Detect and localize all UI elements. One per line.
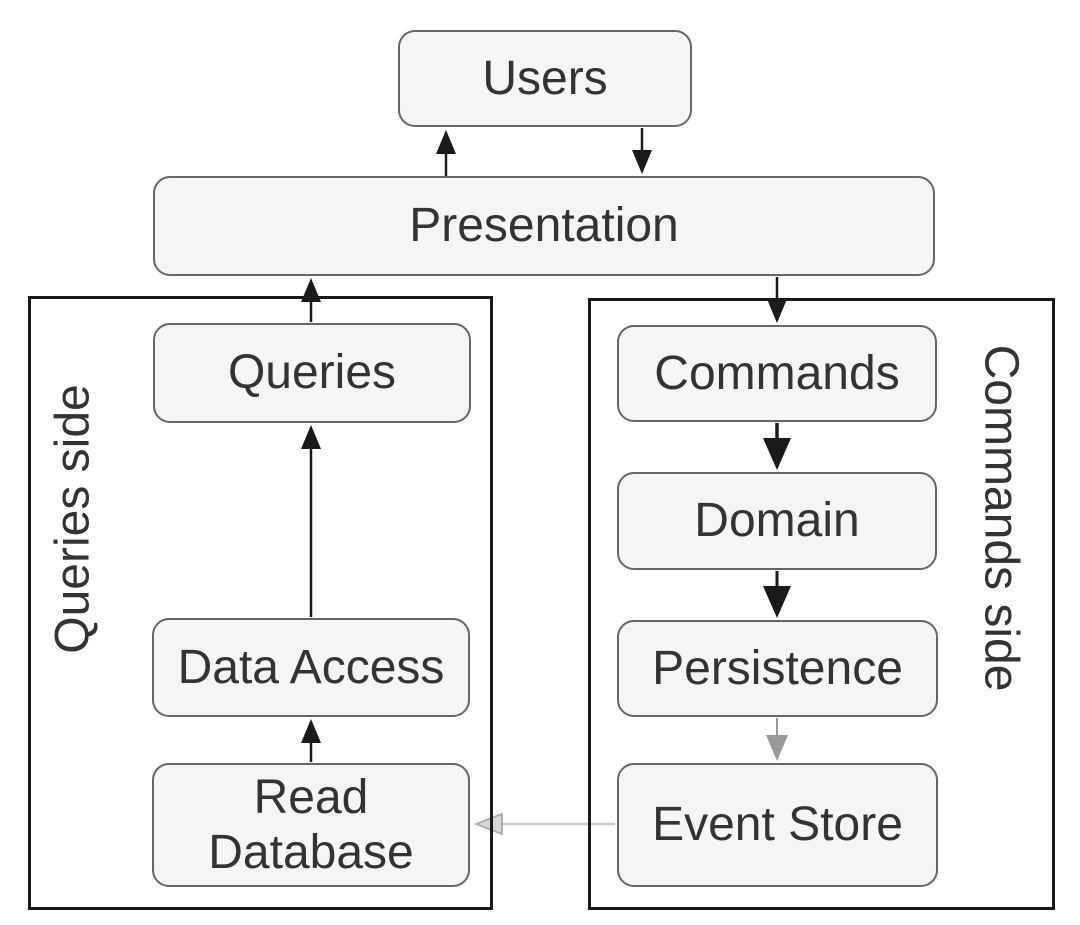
node-data-access: Data Access (152, 618, 470, 717)
node-persistence: Persistence (617, 620, 938, 717)
node-event-store: Event Store (617, 763, 938, 887)
node-commands: Commands (617, 325, 937, 422)
node-queries: Queries (153, 323, 471, 423)
node-users: Users (398, 30, 692, 127)
node-read-database: Read Database (152, 763, 470, 887)
node-presentation: Presentation (153, 176, 935, 276)
group-label-queries-side: Queries side (46, 384, 100, 654)
group-label-commands-side: Commands side (974, 344, 1028, 692)
node-domain: Domain (617, 472, 937, 570)
